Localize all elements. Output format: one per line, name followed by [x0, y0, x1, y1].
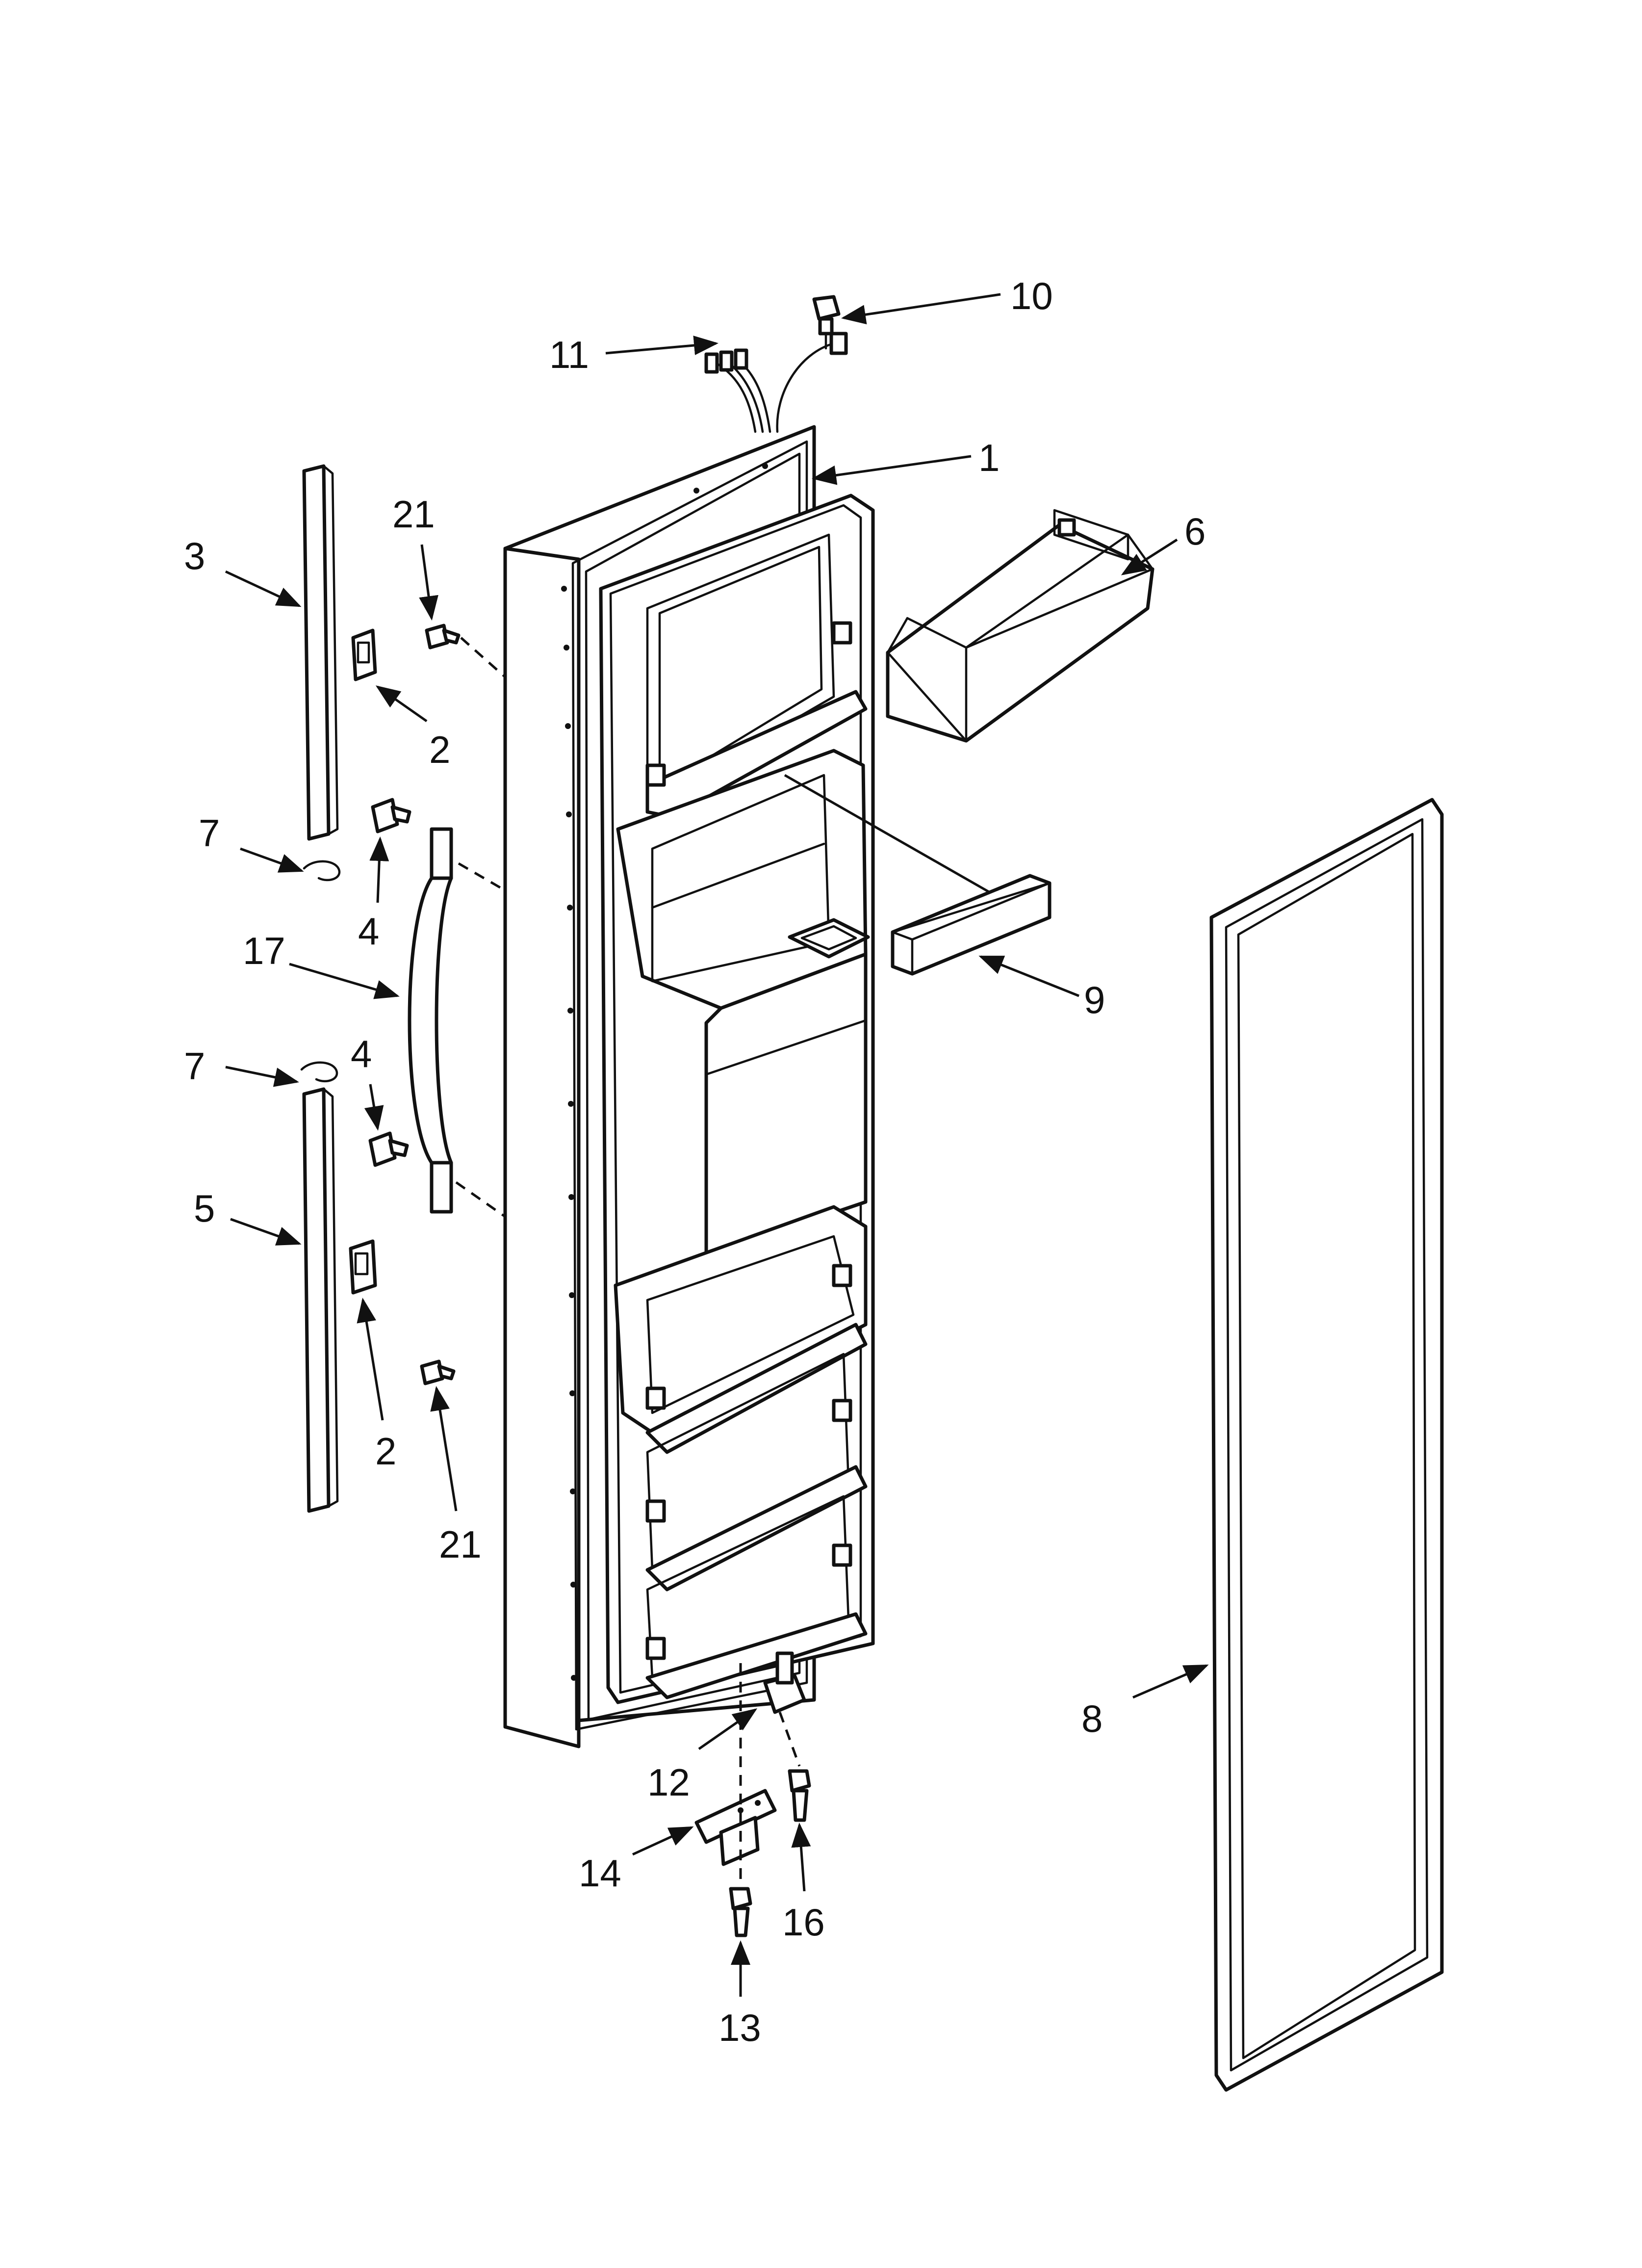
screw-10	[812, 295, 841, 350]
leader-lines	[225, 293, 1209, 1997]
callout-1: 1	[978, 436, 1000, 479]
callout-5: 5	[194, 1187, 215, 1230]
door-flange-holes	[561, 463, 768, 1681]
wire-harness-11	[704, 332, 848, 433]
screw-13	[729, 1887, 752, 1937]
callout-21-upper: 21	[392, 493, 435, 536]
dairy-bin-6	[886, 509, 1155, 743]
handle-screw-4	[371, 798, 411, 834]
callout-6: 6	[1184, 510, 1206, 553]
screw-21	[425, 624, 461, 650]
callout-2-lower: 2	[375, 1430, 396, 1473]
screw-21	[420, 1359, 456, 1385]
handle-17	[408, 827, 453, 1214]
trim-3	[302, 464, 339, 841]
callout-13: 13	[718, 2006, 761, 2049]
shelf-retainer-9	[784, 774, 1052, 976]
callout-labels: 10 11 1 6 21 3 2 7 4 17 9 4 7 5 2 21 8 1…	[184, 274, 1206, 2049]
callout-7-upper: 7	[199, 811, 220, 855]
callout-16: 16	[782, 1901, 825, 1944]
callout-2-upper: 2	[429, 728, 450, 771]
clip-2	[351, 628, 377, 681]
callout-10: 10	[1010, 274, 1053, 317]
callout-14: 14	[579, 1851, 621, 1895]
door-gasket-8	[1209, 798, 1444, 2092]
callout-8: 8	[1081, 1697, 1103, 1740]
callout-4-upper: 4	[358, 910, 379, 953]
door-liner-1	[503, 425, 875, 1748]
callout-3: 3	[184, 534, 205, 577]
callout-21-lower: 21	[439, 1523, 482, 1566]
hinge-pin-12	[763, 1651, 806, 1714]
callout-11: 11	[549, 333, 589, 376]
screw-16	[788, 1769, 811, 1822]
clip-2	[349, 1239, 377, 1295]
trim-5	[302, 1087, 339, 1513]
spring-clip-7	[300, 1061, 338, 1083]
callout-17: 17	[243, 929, 285, 972]
hinge-bracket-14	[694, 1789, 777, 1866]
callout-7-lower: 7	[184, 1044, 205, 1088]
handle-screw-4	[368, 1131, 409, 1167]
spring-clip-7	[303, 860, 341, 882]
callout-4-lower: 4	[351, 1032, 372, 1075]
callout-12: 12	[647, 1761, 690, 1804]
callout-9: 9	[1084, 978, 1105, 1021]
